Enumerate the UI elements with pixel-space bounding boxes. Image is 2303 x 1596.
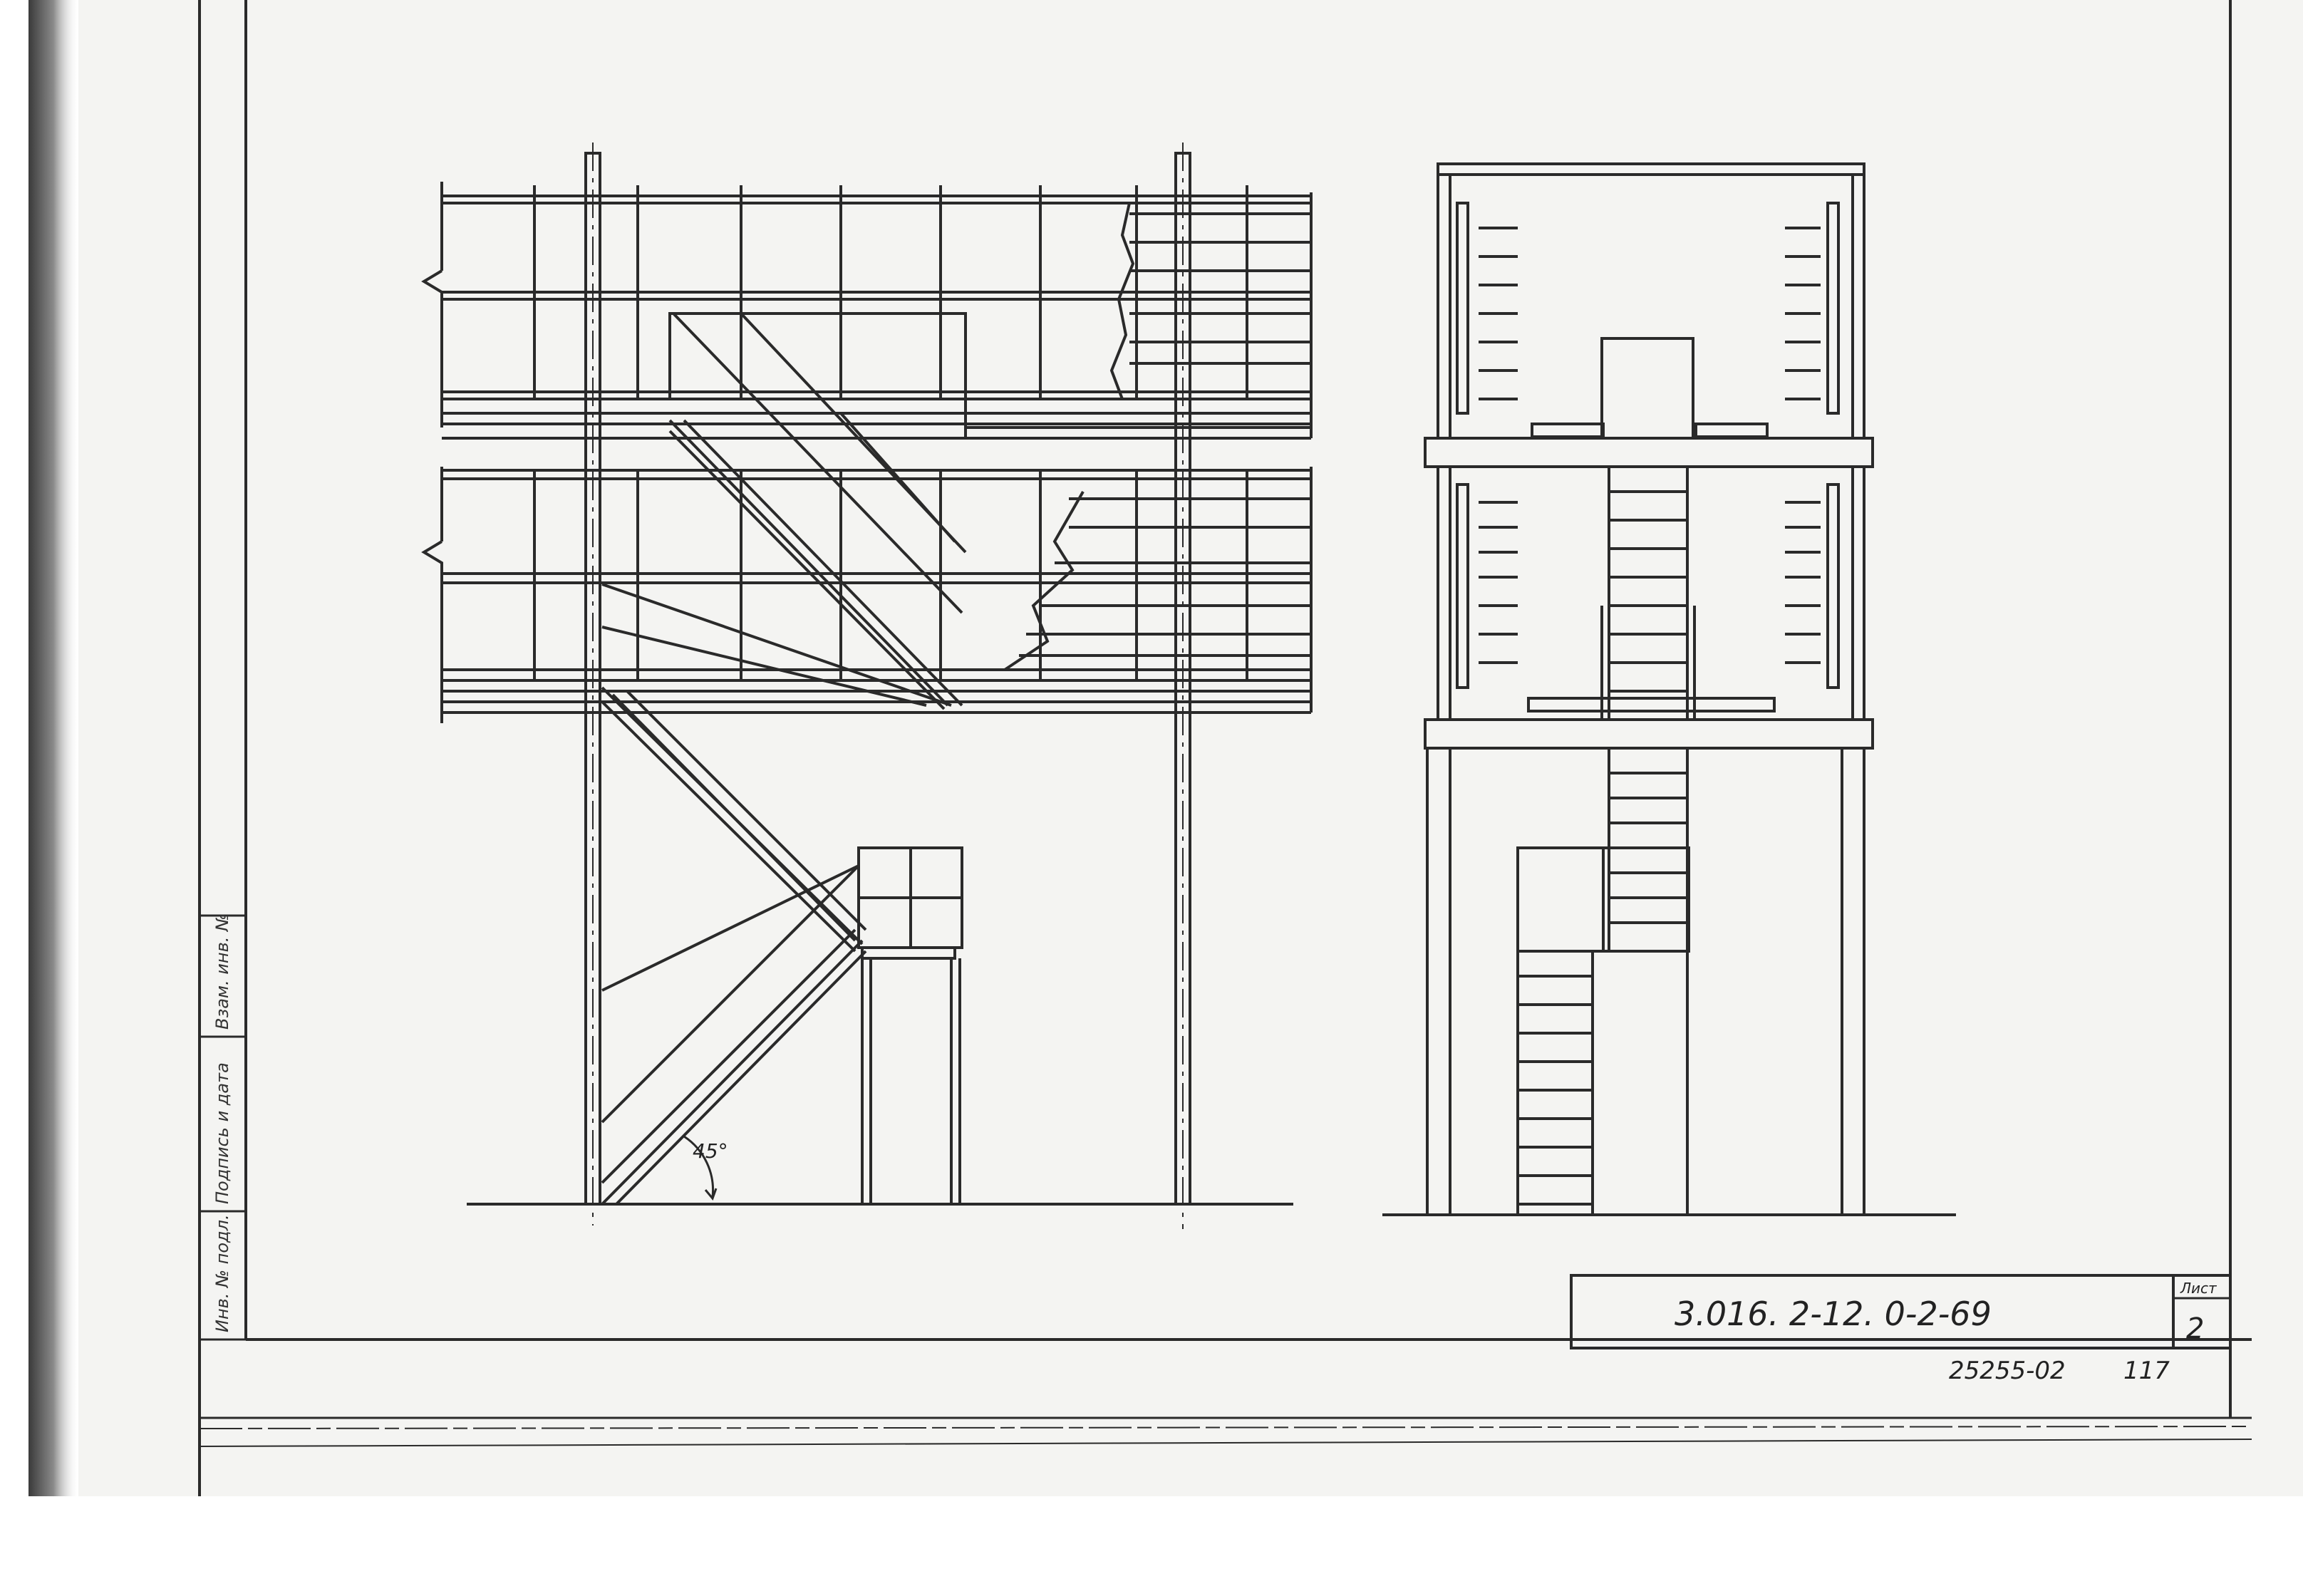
title-block: 3.016. 2-12. 0-2-69 Лист 2 [1570,1274,2232,1349]
angle-mark [683,1135,718,1201]
column-right [1174,142,1191,1229]
angle-label: 45° [693,1139,728,1163]
drawing-designation: 3.016. 2-12. 0-2-69 [1675,1295,1992,1333]
stair-front-lower [1516,747,1690,1215]
upper-landing [668,312,1311,438]
stair-flight-lower [601,686,867,1206]
column-left [584,142,601,1226]
sheet-frame [198,0,2252,1496]
lower-rack [421,467,1313,723]
shelf-rack-lower-right [1785,483,1840,689]
stamp-label-replacement: Взам. инв. № [212,913,232,1030]
upper-rack [421,182,1313,440]
side-elevation-view: 45° [421,142,1313,1229]
upper-floor-slab [1424,437,1874,468]
side-stamp: Инв. № подл. Подпись и дата Взам. инв. № [198,913,247,1341]
front-elevation-view [1382,162,1956,1216]
shelf-rack-upper-left [1456,202,1518,415]
sheet-label: Лист [2180,1280,2217,1297]
sheet-number: 2 [2186,1312,2204,1345]
shelf-rack-lower-left [1456,483,1518,689]
stamp-label-inventory: Инв. № подл. [212,1214,232,1332]
lower-floor-slab [1424,718,1874,750]
stair-front-middle [1527,465,1776,721]
intermediate-landing [857,846,963,1204]
stamp-label-signature: Подпись и дата [212,1062,232,1204]
page-mark: 117 [2123,1357,2170,1385]
stair-flight-upper [601,312,967,710]
archive-number: 25255-02 [1949,1357,2066,1385]
shelf-rack-upper-right [1785,202,1840,415]
